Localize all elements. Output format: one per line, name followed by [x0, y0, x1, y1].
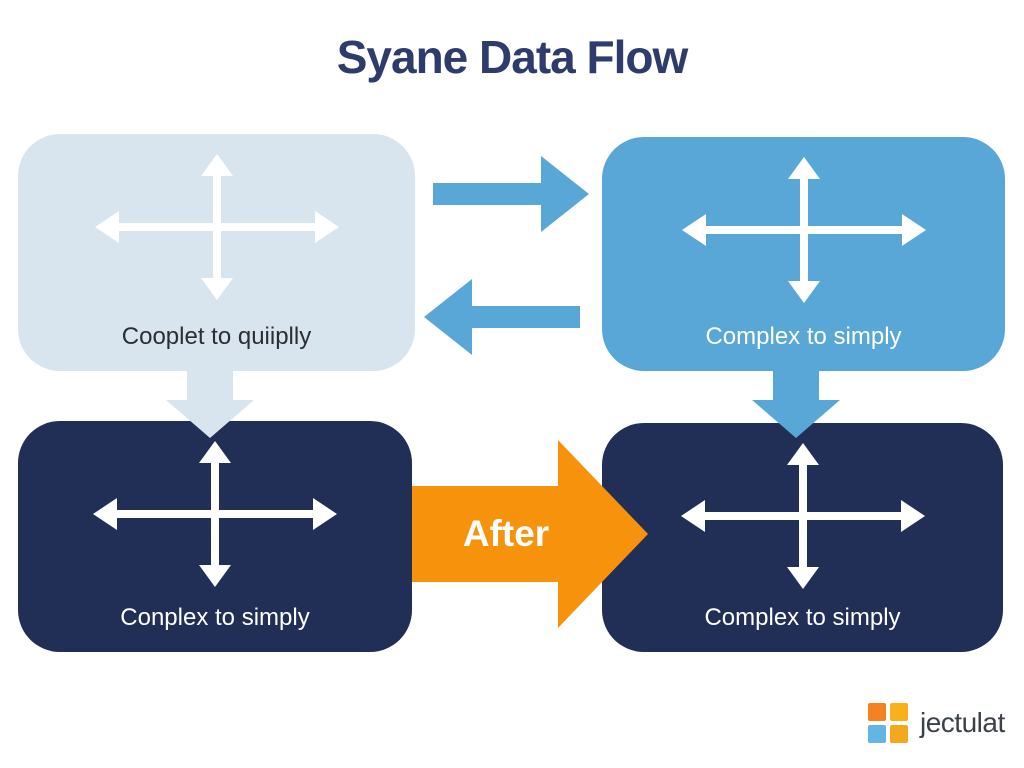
- arrow-right-icon: [433, 156, 589, 232]
- box-bottom-left-label: Conplex to simply: [120, 604, 310, 631]
- box-top-right-label: Complex to simply: [705, 323, 902, 350]
- big-right-arrow-icon: [412, 440, 648, 628]
- box-bottom-right-label: Complex to simply: [704, 604, 901, 631]
- box-top-left: Cooplet to quiiplly: [18, 134, 415, 371]
- move-cross-icon: [94, 154, 339, 300]
- logo-square-orange: [868, 703, 886, 721]
- arrow-down-connector-right-icon: [752, 370, 840, 438]
- box-bottom-right: Complex to simply: [602, 423, 1003, 652]
- box-bottom-left: Conplex to simply: [18, 421, 412, 652]
- arrow-down-connector-left-icon: [166, 370, 254, 438]
- logo-square-amber-bottom: [890, 725, 908, 743]
- move-cross-icon: [680, 443, 925, 589]
- logo-square-blue: [868, 725, 886, 743]
- arrow-left-icon: [424, 279, 580, 355]
- after-arrow: After: [412, 440, 648, 628]
- box-top-left-label: Cooplet to quiiplly: [121, 323, 312, 350]
- logo-squares-icon: [868, 703, 908, 743]
- move-cross-icon: [93, 441, 337, 587]
- after-arrow-label: After: [462, 513, 550, 554]
- logo-text: jectulat: [920, 707, 1005, 738]
- move-cross-icon: [681, 157, 926, 303]
- logo: jectulat: [868, 703, 1005, 743]
- page-title: Syane Data Flow: [336, 31, 689, 83]
- logo-square-amber-top: [890, 703, 908, 721]
- box-top-right: Complex to simply: [602, 137, 1005, 371]
